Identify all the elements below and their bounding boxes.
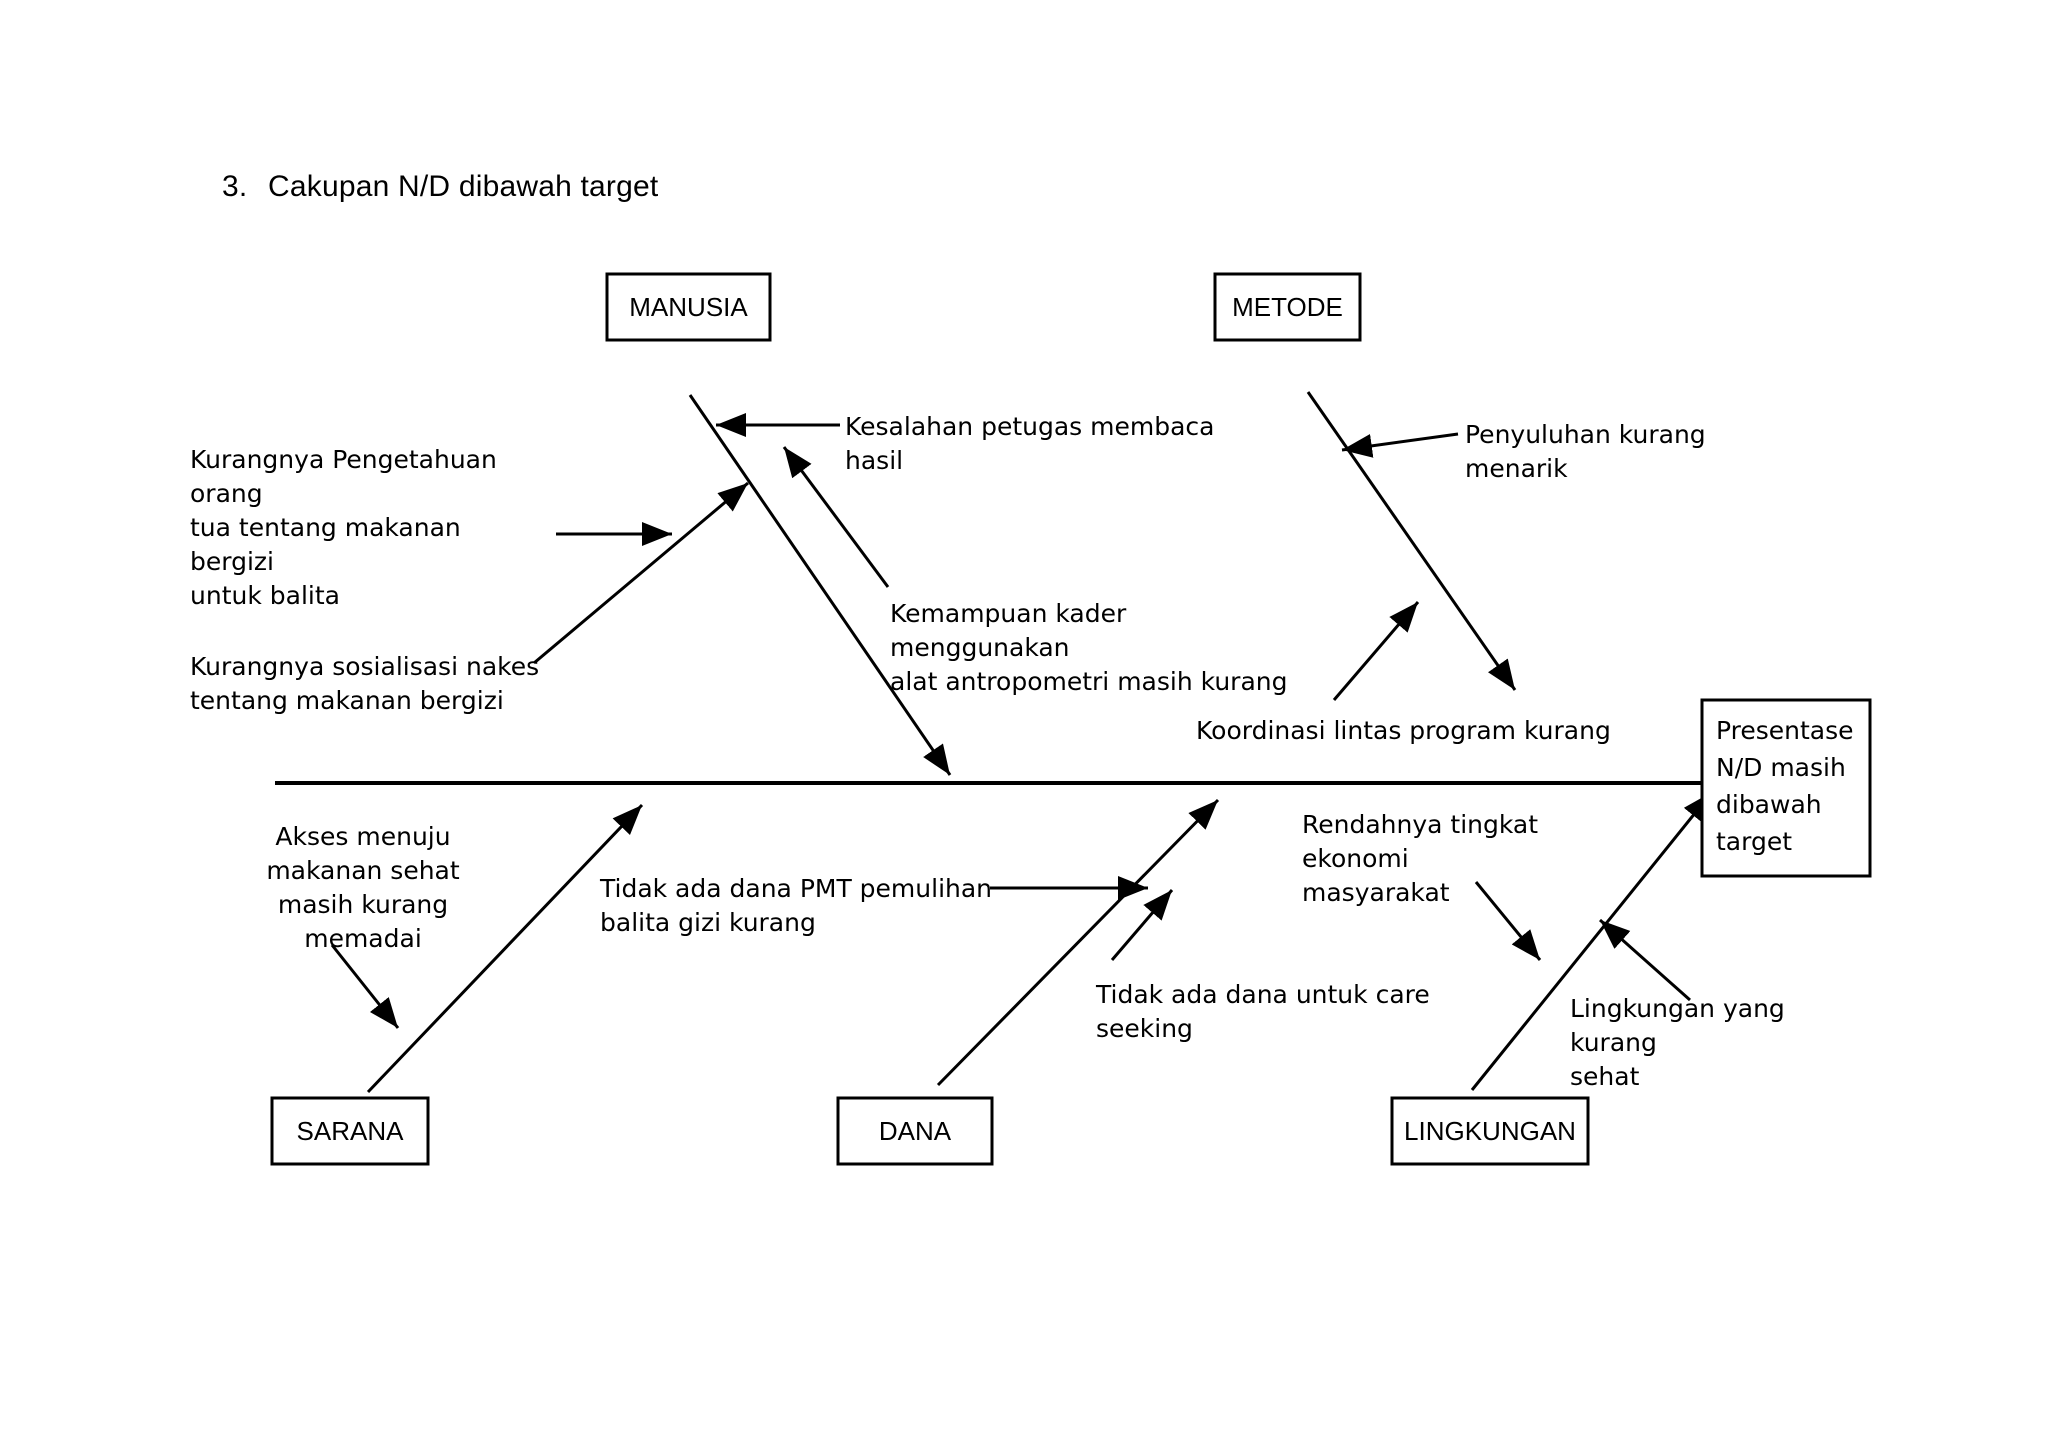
category-box-metode-rect — [1213, 272, 1362, 342]
cause-label-kemampuan-kader[interactable]: Kemampuan kader menggunakan alat antropo… — [890, 599, 1288, 696]
page-title-text: Cakupan N/D dibawah target — [268, 170, 659, 203]
category-box-dana-rect — [836, 1096, 994, 1166]
arrow-kurangnya-sosialisasi — [533, 481, 749, 665]
category-box-manusia-rect — [605, 272, 772, 342]
cause-label-kurangnya-sosialisasi[interactable]: Kurangnya sosialisasi nakes tentang maka… — [190, 652, 540, 715]
cause-label-penyuluhan-kurang-menarik[interactable]: Penyuluhan kurang menarik — [1465, 420, 1706, 483]
cause-label-tidak-ada-dana-pmt[interactable]: Tidak ada dana PMT pemulihan balita gizi… — [600, 874, 993, 937]
category-box-manusia[interactable]: MANUSIA — [629, 291, 748, 322]
effect-box-rect — [1700, 698, 1872, 878]
rib-manusia — [688, 394, 952, 776]
category-box-metode[interactable]: METODE — [1232, 291, 1343, 322]
cause-label-tidak-ada-dana-care-seeking[interactable]: Tidak ada dana untuk care seeking — [1096, 980, 1430, 1043]
rib-dana — [936, 798, 1220, 1087]
cause-label-koordinasi-lintas-program[interactable]: Koordinasi lintas program kurang — [1196, 716, 1611, 745]
page-title-number: 3. — [222, 170, 248, 203]
cause-label-akses-menuju-makanan[interactable]: Akses menuju makanan sehat masih kurang … — [266, 822, 460, 953]
cause-label-kurangnya-pengetahuan[interactable]: Kurangnya Pengetahuan orang tua tentang … — [190, 445, 497, 610]
arrow-koordinasi-lintas-program — [1332, 601, 1420, 701]
arrow-penyuluhan-kurang-menarik — [1341, 432, 1459, 458]
cause-label-lingkungan-kurang-sehat[interactable]: Lingkungan yang kurang sehat — [1570, 994, 1785, 1091]
category-box-sarana[interactable]: SARANA — [296, 1115, 404, 1146]
cause-label-rendahnya-tingkat-ekonomi[interactable]: Rendahnya tingkat ekonomi masyarakat — [1302, 810, 1539, 907]
category-box-sarana-rect — [270, 1096, 430, 1166]
rib-sarana — [366, 803, 644, 1094]
effect-box-label[interactable]: Presentase N/D masih dibawah target — [1716, 716, 1854, 856]
arrow-lingkungan-kurang-sehat — [1599, 918, 1691, 1002]
category-box-lingkungan-rect — [1390, 1096, 1590, 1166]
arrow-kemampuan-kader — [782, 446, 890, 588]
arrow-tidak-ada-dana-care-seeking — [1110, 889, 1174, 961]
page-title: 3. Cakupan N/D dibawah target — [222, 170, 658, 204]
rib-lingkungan — [1470, 791, 1714, 1091]
category-box-dana[interactable]: DANA — [878, 1115, 952, 1146]
category-box-lingkungan[interactable]: LINGKUNGAN — [1404, 1115, 1576, 1146]
arrow-akses-menuju-makanan — [330, 944, 400, 1029]
arrow-rendahnya-tingkat-ekonomi — [1474, 881, 1542, 961]
cause-label-kesalahan-petugas[interactable]: Kesalahan petugas membaca hasil — [845, 412, 1215, 475]
